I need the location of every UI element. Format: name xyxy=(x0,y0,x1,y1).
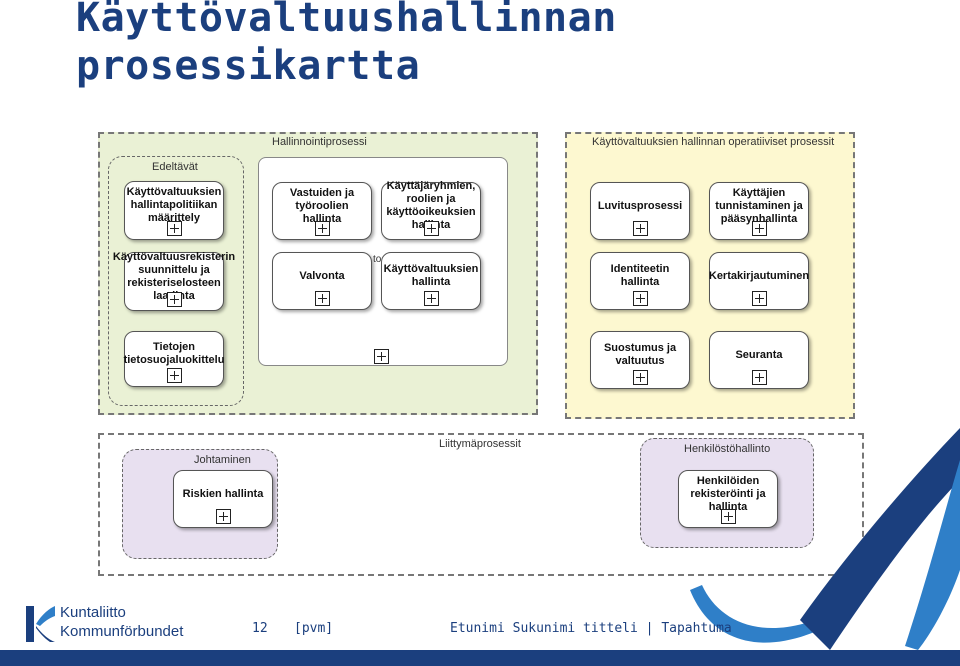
page-number: 12 xyxy=(252,621,268,636)
expand-icon[interactable] xyxy=(633,291,648,306)
expand-icon[interactable] xyxy=(315,291,330,306)
process-box[interactable]: Kertakirjautuminen xyxy=(709,252,809,310)
process-box[interactable]: Vastuiden ja työroolien hallinta xyxy=(272,182,372,240)
process-label: Luvitusprosessi xyxy=(597,199,683,212)
expand-icon[interactable] xyxy=(216,509,231,524)
region-label-operatiiviset: Käyttövaltuuksien hallinnan operatiivise… xyxy=(592,136,835,148)
expand-icon[interactable] xyxy=(633,221,648,236)
process-box[interactable]: Luvitusprosessi xyxy=(590,182,690,240)
process-box[interactable]: Identiteetin hallinta xyxy=(590,252,690,310)
process-label: Henkilöiden rekisteröinti ja hallinta xyxy=(690,474,766,513)
kuntaliitto-logo: Kuntaliitto Kommunförbundet xyxy=(22,602,192,646)
expand-icon[interactable] xyxy=(752,221,767,236)
process-label: Käyttövaltuuksien hallintapolitiikan mää… xyxy=(126,186,222,224)
swoosh-light xyxy=(690,585,838,643)
process-box[interactable]: Riskien hallinta xyxy=(173,470,273,528)
footer-bar xyxy=(0,650,960,666)
footer-date: [pvm] xyxy=(294,621,334,636)
slide-title: Käyttövaltuushallinnan prosessikartta xyxy=(76,0,617,90)
kuntaliitto-logo-mark xyxy=(26,606,55,642)
logo-text-line-1: Kuntaliitto xyxy=(60,604,126,621)
expand-icon[interactable] xyxy=(721,509,736,524)
process-box[interactable]: Seuranta xyxy=(709,331,809,389)
process-box[interactable]: Käyttövaltuuksien hallinta xyxy=(381,252,481,310)
expand-icon[interactable] xyxy=(167,292,182,307)
stray-text: to xyxy=(373,254,382,265)
expand-icon[interactable] xyxy=(752,370,767,385)
expand-icon[interactable] xyxy=(167,368,182,383)
process-label: Kertakirjautuminen xyxy=(708,269,810,282)
swoosh-dark xyxy=(800,428,960,650)
process-label: Riskien hallinta xyxy=(182,487,264,500)
expand-icon[interactable] xyxy=(374,349,389,364)
process-box[interactable]: Käyttövaltuusrekisterin suunnittelu ja r… xyxy=(113,251,235,311)
subregion-label-edeltavat: Edeltävät xyxy=(152,161,198,173)
subregion-label-henkilosto: Henkilöstöhallinto xyxy=(684,443,771,455)
expand-icon[interactable] xyxy=(633,370,648,385)
process-label: Tietojen tietosuojaluokittelu xyxy=(123,341,225,366)
footer-presenter: Etunimi Sukunimi titteli | Tapahtuma xyxy=(450,621,732,636)
process-box[interactable]: Valvonta xyxy=(272,252,372,310)
process-label: Suostumus ja valtuutus xyxy=(603,342,677,367)
process-box[interactable]: Käyttövaltuuksien hallintapolitiikan mää… xyxy=(124,181,224,240)
expand-icon[interactable] xyxy=(424,221,439,236)
logo-text-line-2: Kommunförbundet xyxy=(60,623,184,640)
subregion-edeltavat xyxy=(108,156,244,406)
process-label: Vastuiden ja työroolien hallinta xyxy=(289,186,355,225)
subregion-label-johtaminen: Johtaminen xyxy=(194,454,251,466)
process-box[interactable]: Käyttäjien tunnistaminen ja pääsynhallin… xyxy=(709,182,809,240)
process-label: Identiteetin hallinta xyxy=(610,263,670,288)
expand-icon[interactable] xyxy=(424,291,439,306)
process-box[interactable]: Suostumus ja valtuutus xyxy=(590,331,690,389)
swoosh-accent xyxy=(905,460,960,650)
title-line-1: Käyttövaltuushallinnan xyxy=(76,0,617,41)
title-line-2: prosessikartta xyxy=(76,43,421,89)
process-label: Käyttövaltuusrekisterin suunnittelu ja r… xyxy=(112,250,236,302)
process-label: Käyttäjien tunnistaminen ja pääsynhallin… xyxy=(715,186,803,225)
process-label: Valvonta xyxy=(299,269,345,282)
process-box[interactable]: Henkilöiden rekisteröinti ja hallinta xyxy=(678,470,778,528)
expand-icon[interactable] xyxy=(167,221,182,236)
process-box[interactable]: Käyttäjäryhmien, roolien ja käyttöoikeuk… xyxy=(381,180,481,240)
corner-swoosh-decoration xyxy=(690,428,960,650)
region-label-liittyma: Liittymäprosessit xyxy=(439,438,521,450)
process-label: Käyttäjäryhmien, roolien ja käyttöoikeuk… xyxy=(386,180,476,231)
expand-icon[interactable] xyxy=(315,221,330,236)
process-label: Käyttövaltuuksien hallinta xyxy=(383,263,479,288)
process-label: Seuranta xyxy=(735,348,783,361)
expand-icon[interactable] xyxy=(752,291,767,306)
process-box[interactable]: Tietojen tietosuojaluokittelu xyxy=(124,331,224,387)
region-label-hallinnointi: Hallinnointiprosessi xyxy=(272,136,367,148)
